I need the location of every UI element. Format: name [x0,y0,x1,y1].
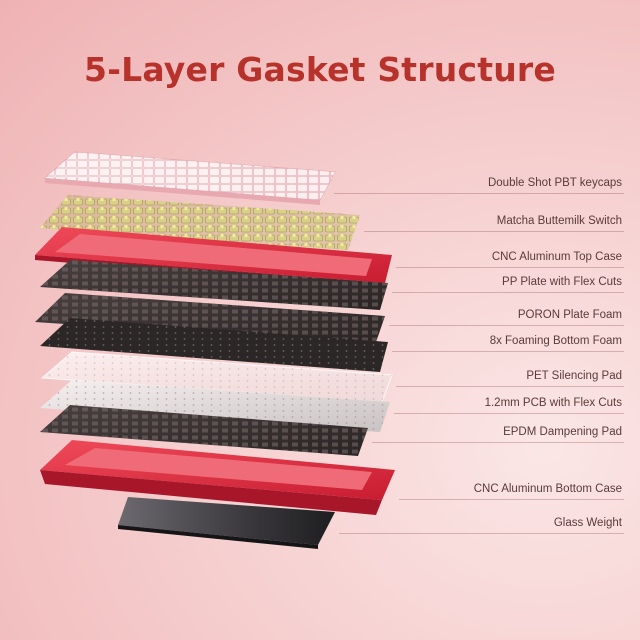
layer-label: Glass Weight [553,517,622,529]
layer-label: Matcha Buttemilk Switch [496,215,622,227]
layer-label: PORON Plate Foam [517,309,622,321]
layer-label: PET Silencing Pad [526,370,622,382]
leader-line [364,231,624,232]
page-title: 5-Layer Gasket Structure [84,50,556,89]
layer-label: 8x Foaming Bottom Foam [489,335,622,347]
pcb-layer [40,380,390,432]
leader-line [334,193,624,194]
leader-line [394,413,624,414]
layer-label: Double Shot PBT keycaps [487,177,622,189]
glass-weight-layer [118,497,335,549]
leader-line [389,325,624,326]
poron-foam-layer [35,293,385,345]
leader-line [392,292,624,293]
pp-plate-layer [40,260,388,310]
bottom-case-layer [40,440,395,515]
keycaps-layer [43,151,336,205]
switches-layer [40,195,360,250]
layer-label: CNC Aluminum Bottom Case [473,483,622,495]
leader-line [399,499,624,500]
epdm-pad-layer [40,405,368,456]
layer-label: CNC Aluminum Top Case [491,251,622,263]
leader-line [372,442,624,443]
leader-line [396,386,624,387]
leader-line [392,351,624,352]
bottom-foam-layer [40,318,388,372]
layer-label: 1.2mm PCB with Flex Cuts [484,397,622,409]
leader-line [339,533,624,534]
layer-label: PP Plate with Flex Cuts [502,276,622,288]
layer-label: EPDM Dampening Pad [503,426,622,438]
leader-line [396,267,624,268]
